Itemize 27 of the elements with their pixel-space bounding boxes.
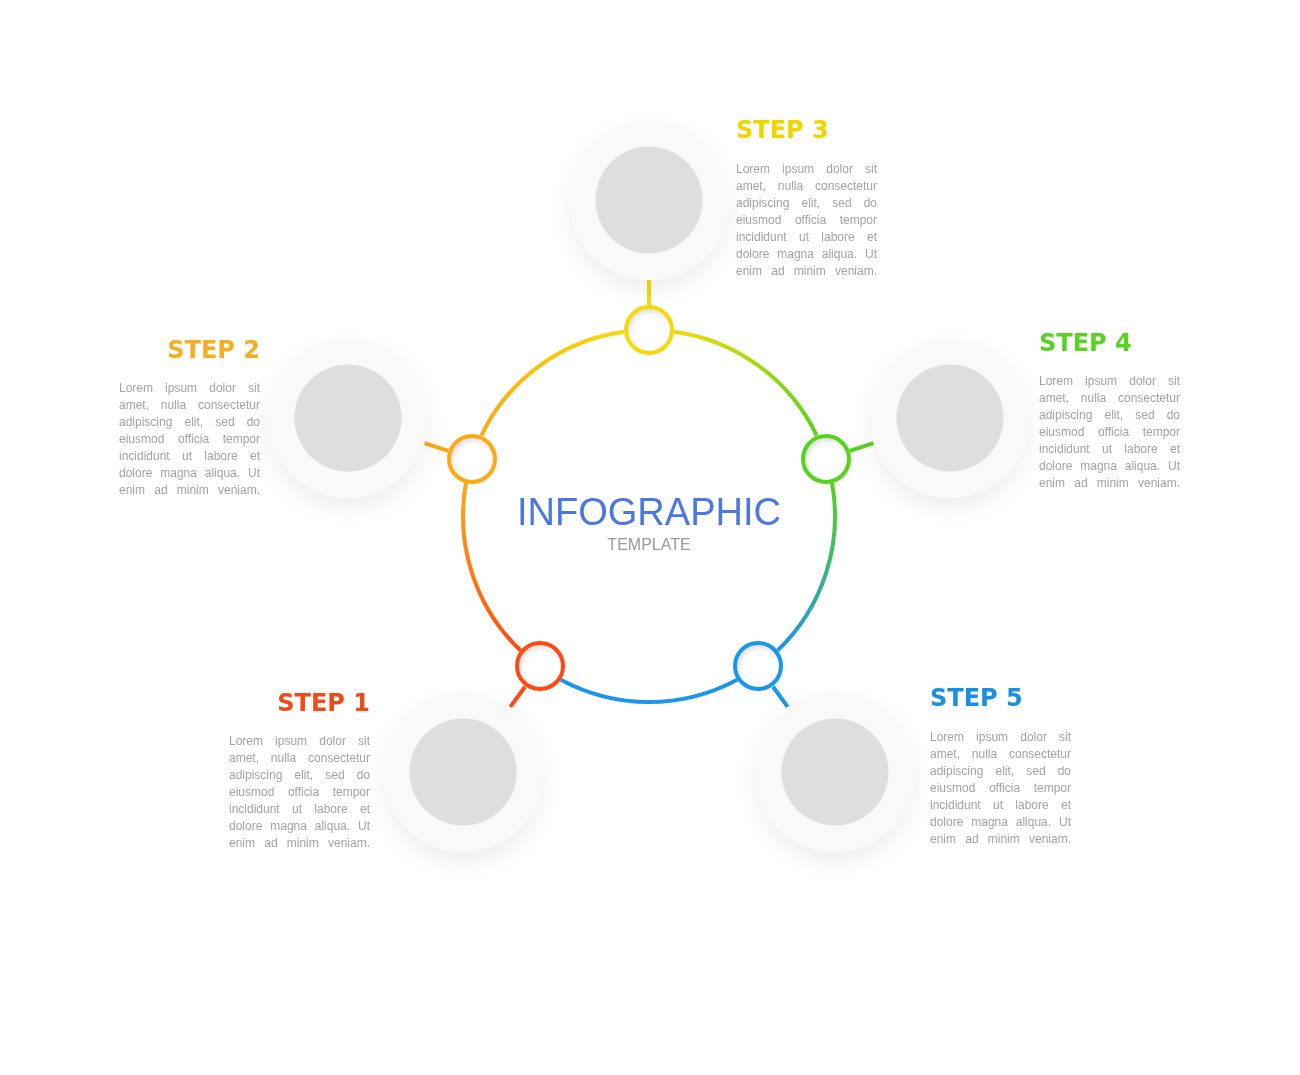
connector-line <box>647 280 651 305</box>
ring-marker-circle <box>800 433 851 484</box>
ring-marker-circle <box>733 641 784 692</box>
step-description: Lorem ipsum dolor sit amet, nulla consectetur adipiscing elit, sed do eiusmod officia tempor incididunt ut labore et dolore magna aliqua. Ut enim ad minim veniam. <box>119 380 260 499</box>
subtitle: TEMPLATE <box>607 535 691 555</box>
step-description: Lorem ipsum dolor sit amet, nulla consectetur adipiscing elit, sed do eiusmod officia tempor incididunt ut labore et dolore magna aliqua. Ut enim ad minim veniam. <box>1039 373 1180 492</box>
connector-line <box>508 685 527 709</box>
ring-marker-circle <box>447 433 498 484</box>
step-description: Lorem ipsum dolor sit amet, nulla consectetur adipiscing elit, sed do eiusmod officia tempor incididunt ut labore et dolore magna aliqua. Ut enim ad minim veniam. <box>736 161 877 280</box>
ring-arc <box>479 329 625 437</box>
ring-arc <box>776 482 837 652</box>
diagram-title: INFOGRAPHIC <box>517 490 781 534</box>
ring-marker-circle <box>624 305 674 355</box>
ring-arc <box>559 678 739 705</box>
step-description: Lorem ipsum dolor sit amet, nulla consectetur adipiscing elit, sed do eiusmod officia tempor incididunt ut labore et dolore magna aliqua. Ut enim ad minim veniam. <box>229 733 370 852</box>
step-title: STEP 5 <box>930 684 1023 712</box>
ring-arc <box>461 482 522 652</box>
step-title: STEP 3 <box>736 116 829 144</box>
step-description: Lorem ipsum dolor sit amet, nulla consectetur adipiscing elit, sed do eiusmod officia tempor incididunt ut labore et dolore magna aliqua. Ut enim ad minim veniam. <box>930 729 1071 848</box>
step-title: STEP 4 <box>1039 329 1132 357</box>
ring-arc <box>673 329 819 437</box>
step-title: STEP 2 <box>167 336 260 364</box>
connector-line <box>849 441 875 453</box>
ring-marker-circle <box>514 641 565 692</box>
step-title: STEP 1 <box>277 689 370 717</box>
connector-line <box>771 685 790 709</box>
connector-line <box>423 441 449 453</box>
